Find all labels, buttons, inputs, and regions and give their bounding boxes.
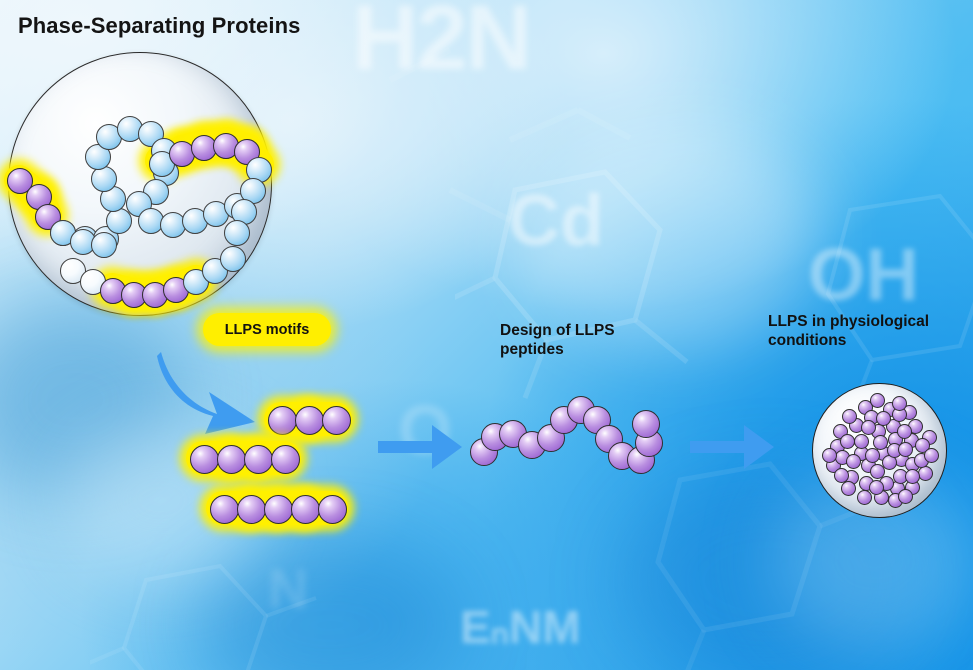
droplet-bead bbox=[841, 480, 857, 496]
condensate-droplet bbox=[812, 383, 947, 518]
droplet-bead bbox=[846, 453, 862, 469]
caption-line: conditions bbox=[768, 331, 847, 349]
motif-fragment-bead bbox=[294, 405, 324, 435]
caption-llps-physiological-conditions: LLPS in physiological conditions bbox=[768, 313, 929, 351]
motif-fragment-bead bbox=[290, 494, 320, 524]
phase-separating-protein-circle bbox=[8, 52, 272, 316]
droplet-bead bbox=[869, 393, 885, 409]
droplet-bead bbox=[869, 479, 885, 495]
designed-peptide-bead bbox=[518, 431, 546, 459]
droplet-bead bbox=[897, 424, 913, 440]
droplet-bead bbox=[841, 408, 857, 424]
residue-bead-purple bbox=[169, 141, 195, 167]
droplet-bead bbox=[905, 469, 921, 485]
droplet-bead bbox=[873, 434, 889, 450]
droplet-beads bbox=[813, 384, 946, 517]
motif-fragment-bead bbox=[270, 444, 300, 474]
residue-bead-blue bbox=[91, 166, 117, 192]
residue-bead-blue bbox=[138, 208, 164, 234]
residue-bead-blue bbox=[224, 220, 250, 246]
motif-fragment-bead bbox=[209, 494, 239, 524]
droplet-bead bbox=[892, 396, 908, 412]
droplet-bead bbox=[876, 410, 892, 426]
motif-fragment-bead bbox=[189, 444, 219, 474]
droplet-bead bbox=[869, 464, 885, 480]
droplet-bead bbox=[860, 420, 876, 436]
droplet-bead bbox=[833, 468, 849, 484]
page-title: Phase-Separating Proteins bbox=[18, 13, 301, 38]
droplet-bead bbox=[839, 433, 855, 449]
droplet-bead bbox=[821, 447, 837, 463]
droplet-bead bbox=[864, 448, 880, 464]
residue-bead-blue bbox=[220, 246, 246, 272]
motif-fragment-bead bbox=[317, 494, 347, 524]
motif-fragment-bead bbox=[267, 405, 297, 435]
residue-bead-blue bbox=[138, 121, 164, 147]
droplet-bead bbox=[857, 489, 873, 505]
residue-bead-blue bbox=[91, 232, 117, 258]
llps-motifs-badge: LLPS motifs bbox=[203, 313, 331, 346]
droplet-bead bbox=[924, 447, 940, 463]
motif-fragment-bead bbox=[321, 405, 351, 435]
droplet-bead bbox=[898, 488, 914, 504]
droplet-bead bbox=[897, 441, 913, 457]
caption-line: LLPS in physiological bbox=[768, 313, 930, 330]
designed-peptide-bead bbox=[632, 410, 660, 438]
droplet-bead bbox=[917, 466, 933, 482]
residue-bead-purple bbox=[121, 282, 147, 308]
residue-bead-blue bbox=[183, 269, 209, 295]
caption-design-of-llps-peptides: Design of LLPS peptides bbox=[500, 322, 615, 360]
caption-line: peptides bbox=[500, 340, 564, 358]
droplet-bead bbox=[854, 434, 870, 450]
caption-line: Design of LLPS bbox=[500, 322, 615, 339]
